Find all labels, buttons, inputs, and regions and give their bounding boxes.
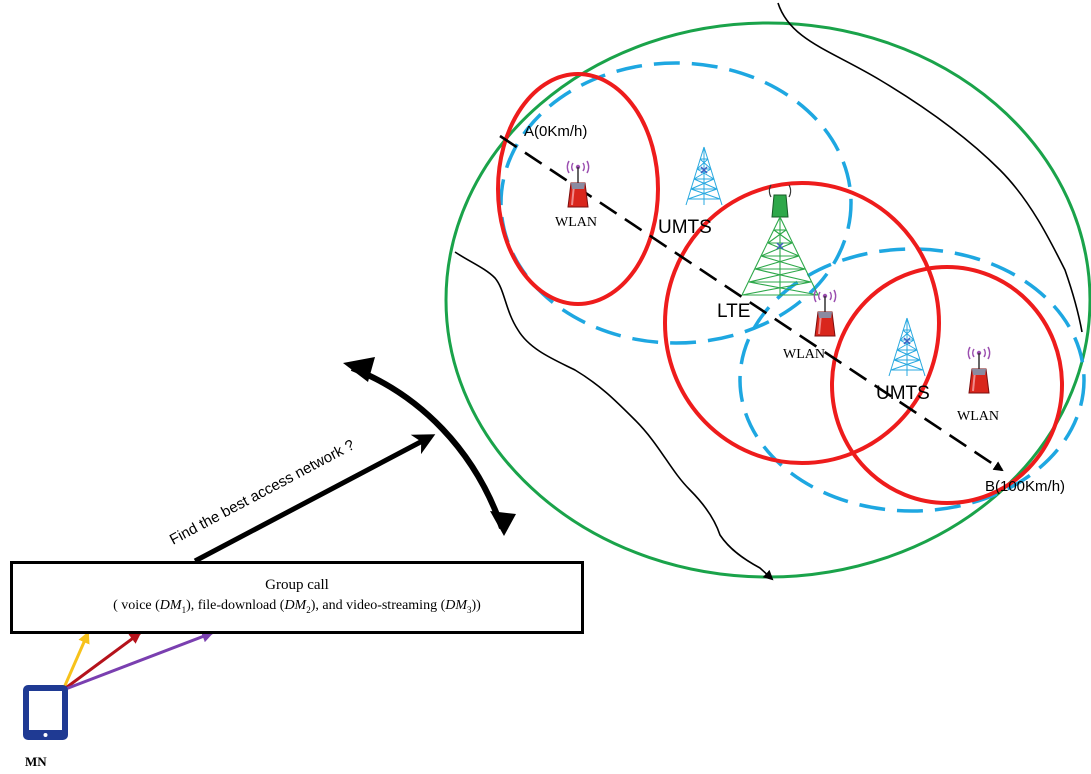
wlan-ap-icon-left	[566, 160, 590, 208]
umts-coverage-right	[738, 247, 1086, 513]
dm3-label: DM	[445, 598, 468, 613]
lte-tower-icon	[741, 184, 819, 296]
services-mid1-text: ), file-download (	[186, 598, 285, 613]
dm1-label: DM	[159, 598, 182, 613]
lte-cell	[663, 181, 941, 465]
umts-label-right: UMTS	[876, 383, 930, 404]
services-close-text: ))	[471, 598, 481, 613]
bidirectional-arrow-head-top	[343, 357, 375, 382]
boundary-curve-top	[777, 2, 1083, 333]
wlan-label-middle: WLAN	[783, 347, 825, 362]
lte-label: LTE	[717, 301, 750, 322]
group-call-title: Group call	[265, 577, 329, 593]
wlan-label-left: WLAN	[555, 215, 597, 230]
wlan-label-right: WLAN	[957, 409, 999, 424]
mobile-device-icon	[23, 685, 68, 740]
dm3-subscript: 3	[467, 604, 472, 615]
dm1-subscript: 1	[181, 604, 187, 615]
video-streaming-arrow	[62, 630, 214, 692]
umts-label-left: UMTS	[658, 217, 712, 238]
wlan-cell-left	[496, 72, 660, 306]
umts-tower-icon-left	[685, 146, 723, 206]
boundary-curve-bottom	[454, 251, 774, 581]
bidirectional-arrow	[350, 365, 505, 529]
file-download-arrow	[62, 631, 142, 692]
mobile-node-label: MN	[25, 754, 47, 769]
group-call-services: ( voice (DM1), file-download (DM2), and …	[13, 597, 581, 619]
wlan-ap-icon-right	[967, 346, 991, 394]
dm2-label: DM	[284, 598, 307, 613]
services-mid2-text: ), and video-streaming (	[310, 598, 446, 613]
find-network-arrow	[193, 434, 436, 564]
voice-arrow	[61, 631, 90, 691]
services-open-text: ( voice (	[113, 598, 160, 613]
umts-coverage-left	[499, 61, 853, 345]
point-a-label: A(0Km/h)	[524, 123, 587, 140]
umts-tower-icon-right	[888, 317, 926, 377]
dm2-subscript: 2	[306, 604, 311, 615]
point-b-label: B(100Km/h)	[985, 478, 1065, 495]
wlan-ap-icon-middle	[813, 289, 837, 337]
group-call-box: Group call ( voice (DM1), file-download …	[10, 561, 584, 634]
wlan-cell-right	[830, 265, 1064, 505]
bidirectional-arrow-head-bottom	[490, 511, 516, 536]
